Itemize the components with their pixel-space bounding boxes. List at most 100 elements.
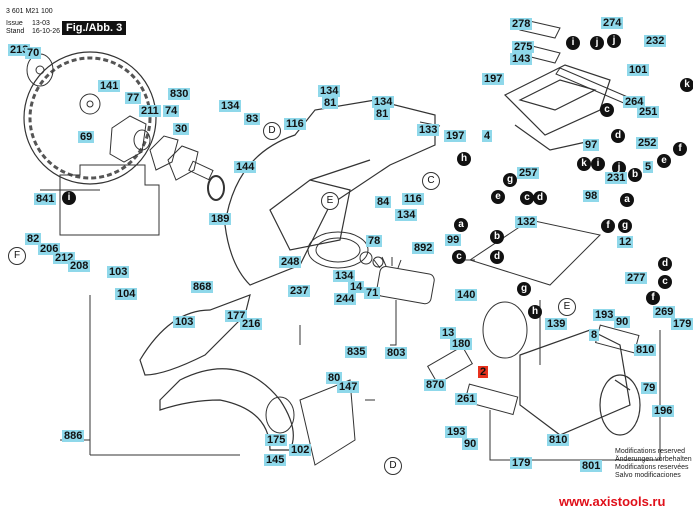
part-number-label: 251 bbox=[637, 106, 660, 118]
part-number-label: 278 bbox=[510, 18, 533, 30]
part-number-label: 141 bbox=[98, 80, 121, 92]
view-reference-marker: D bbox=[384, 457, 402, 475]
mod-en: Modifications reserved bbox=[615, 448, 686, 455]
connector-letter-marker: a bbox=[454, 218, 468, 232]
part-number-label: 101 bbox=[627, 64, 650, 76]
part-number-label: 134 bbox=[395, 209, 418, 221]
part-number-label: 252 bbox=[636, 137, 659, 149]
part-number-label: 841 bbox=[34, 193, 57, 205]
part-number-label: 180 bbox=[450, 338, 473, 350]
fan-baffle-inner bbox=[315, 237, 361, 263]
mod-de: Änderungen vorbehalten bbox=[615, 456, 692, 463]
connector-letter-marker: c bbox=[658, 275, 672, 289]
part-number-label: 116 bbox=[402, 193, 424, 205]
issue-label: Issue bbox=[6, 20, 23, 27]
spindle-lock-group bbox=[59, 164, 160, 236]
electronics-tray bbox=[468, 219, 602, 286]
part-number-label: 803 bbox=[385, 347, 408, 359]
handle bbox=[503, 64, 611, 151]
part-number-label: 99 bbox=[445, 234, 462, 246]
part-number-label: 132 bbox=[515, 216, 538, 228]
part-number-label: 14 bbox=[348, 281, 365, 293]
view-reference-marker: E bbox=[321, 192, 339, 210]
part-number-label: 97 bbox=[583, 139, 600, 151]
part-number-label: 189 bbox=[209, 213, 232, 225]
part-number-label: 248 bbox=[279, 256, 302, 268]
part-number-label: 70 bbox=[25, 47, 42, 59]
part-number-label: 134 bbox=[318, 85, 341, 97]
document-number: 3 601 M21 100 bbox=[6, 8, 53, 15]
part-number-label: 145 bbox=[264, 454, 287, 466]
bracket-lines bbox=[40, 189, 661, 461]
part-number-label: 277 bbox=[625, 272, 648, 284]
part-number-label: 275 bbox=[512, 41, 535, 53]
connector-letter-marker: g bbox=[517, 282, 531, 296]
part-number-label: 102 bbox=[289, 444, 312, 456]
washer bbox=[265, 396, 295, 434]
part-number-label: 103 bbox=[107, 266, 130, 278]
part-number-label: 208 bbox=[68, 260, 91, 272]
part-number-label: 213 bbox=[8, 44, 31, 56]
part-number-label: 269 bbox=[653, 306, 676, 318]
part-number-label: 175 bbox=[265, 434, 288, 446]
part-number-label: 133 bbox=[417, 124, 440, 136]
view-reference-marker: D bbox=[263, 122, 281, 140]
part-number-label: 104 bbox=[115, 288, 138, 300]
connector-letter-marker: d bbox=[533, 191, 547, 205]
saw-blade bbox=[23, 51, 157, 185]
part-number-label: 78 bbox=[366, 235, 383, 247]
part-number-label: 801 bbox=[580, 460, 603, 472]
part-number-label: 147 bbox=[337, 381, 360, 393]
part-number-label: 232 bbox=[644, 35, 667, 47]
part-number-label: 179 bbox=[510, 457, 533, 469]
mod-es: Salvo modificaciones bbox=[615, 472, 681, 479]
part-number-label: 261 bbox=[455, 393, 478, 405]
part-number-label: 179 bbox=[671, 318, 693, 330]
connector-letter-marker: b bbox=[490, 230, 504, 244]
stand-value: 16-10-26 bbox=[32, 28, 61, 35]
connector-letter-marker: j bbox=[607, 34, 621, 48]
part-number-label: 13 bbox=[440, 327, 457, 339]
part-number-label: 257 bbox=[517, 167, 540, 179]
connector-letter-marker: e bbox=[491, 190, 505, 204]
issue-value: 13-03 bbox=[32, 20, 50, 27]
connector-letter-marker: d bbox=[658, 257, 672, 271]
connector-letter-marker: k bbox=[680, 78, 693, 92]
part-number-label: 143 bbox=[510, 53, 533, 65]
part-number-label: 830 bbox=[168, 88, 191, 100]
cable-cover bbox=[555, 67, 631, 105]
spindle-parts bbox=[109, 115, 225, 201]
part-number-label: 193 bbox=[445, 426, 468, 438]
part-number-label: 116 bbox=[284, 118, 306, 130]
part-number-label: 84 bbox=[375, 196, 392, 208]
part-number-label: 71 bbox=[364, 287, 381, 299]
connector-letter-marker: c bbox=[520, 191, 534, 205]
fan-baffle bbox=[307, 231, 369, 269]
connector-letter-marker: c bbox=[452, 250, 466, 264]
upper-housing bbox=[224, 99, 436, 286]
nameplate bbox=[594, 324, 640, 354]
connector-letter-marker: k bbox=[577, 157, 591, 171]
watermark-link[interactable]: www.axistools.ru bbox=[559, 494, 666, 509]
part-number-label: 197 bbox=[482, 73, 505, 85]
connector-letter-marker: d bbox=[490, 250, 504, 264]
connector-letter-marker: h bbox=[457, 152, 471, 166]
modifications-note: Modifications reserved Änderungen vorbeh… bbox=[615, 448, 692, 480]
part-number-label: 2 bbox=[478, 366, 489, 378]
part-number-label: 886 bbox=[62, 430, 85, 442]
part-number-label: 5 bbox=[643, 161, 654, 173]
connector-letter-marker: i bbox=[566, 36, 580, 50]
part-number-label: 81 bbox=[322, 97, 339, 109]
part-number-label: 77 bbox=[125, 92, 142, 104]
part-number-label: 98 bbox=[583, 190, 600, 202]
part-number-label: 69 bbox=[78, 131, 95, 143]
part-number-label: 140 bbox=[455, 289, 478, 301]
part-number-label: 144 bbox=[234, 161, 257, 173]
connector-letter-marker: a bbox=[620, 193, 634, 207]
field-coil bbox=[482, 301, 528, 359]
part-number-label: 264 bbox=[623, 96, 646, 108]
part-number-label: 211 bbox=[139, 105, 161, 117]
part-number-label: 103 bbox=[173, 316, 196, 328]
part-number-label: 197 bbox=[444, 130, 467, 142]
